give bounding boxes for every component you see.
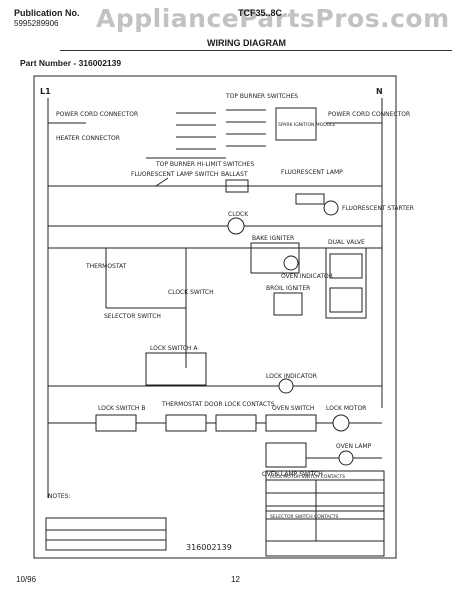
top-burner-switches (146, 109, 266, 159)
clock-switch-label: CLOCK SWITCH (168, 289, 214, 296)
oven-indicator-label: OVEN INDICATOR (281, 273, 333, 280)
lock-switch-a-label: LOCK SWITCH A (150, 345, 198, 352)
fluorescent-starter-label: FLUORESCENT STARTER (342, 205, 414, 212)
lock-switch-a-box (145, 352, 207, 386)
ballast-label: BALLAST (221, 171, 248, 178)
dual-valve-box (325, 247, 367, 319)
footer-date: 10/96 (16, 575, 37, 584)
top-burner-switches-label: TOP BURNER SWITCHES (225, 93, 298, 100)
header-rule (60, 50, 452, 51)
watermark: AppliancePartsPros.com (96, 4, 450, 33)
fluorescent-lamp-label: FLUORESCENT LAMP (281, 169, 343, 176)
lock-indicator-symbol (278, 378, 294, 394)
page-number: 12 (231, 575, 240, 584)
lock-indicator-label: LOCK INDICATOR (266, 373, 317, 380)
oven-lamp-switch-label: OVEN LAMP SWITCH (262, 471, 323, 478)
drawing-number: 316002139 (186, 543, 232, 552)
selector-switch-label: SELECTOR SWITCH (104, 313, 161, 320)
model-number: TCF35..8C (238, 8, 283, 18)
lock-switch-b-label: LOCK SWITCH B (98, 405, 145, 412)
l1-label: L1 (40, 87, 51, 96)
clock-label: CLOCK (228, 211, 249, 218)
page-title: WIRING DIAGRAM (207, 38, 286, 48)
diagram-frame (33, 75, 397, 559)
broil-igniter-label: BROIL IGNITER (266, 285, 310, 292)
fluorescent-lamp-box (295, 193, 325, 205)
oven-switch-box (265, 414, 317, 432)
wiring-diagram: L1 N POWER CORD CONNECTOR HEATER CONNECT… (33, 75, 414, 559)
oven-lamp-switch-box (265, 442, 307, 468)
n-label: N (376, 87, 383, 96)
oven-switch-label: OVEN SWITCH (272, 405, 314, 412)
lock-switch-b-box (95, 414, 137, 432)
lock-motor-label: LOCK MOTOR (326, 405, 366, 412)
oven-lamp-symbol (338, 450, 354, 466)
clock-symbol (227, 217, 245, 235)
lock-table-title: LOCK MOTOR SWITCH CONTACTS (270, 474, 345, 480)
power-cord-right-label: POWER CORD CONNECTOR (328, 111, 410, 118)
fluorescent-switch-label: FLUORESCENT LAMP SWITCH (131, 171, 218, 178)
part-number: Part Number - 316002139 (20, 58, 122, 68)
bake-igniter-label: BAKE IGNITER (252, 235, 294, 242)
selector-table (265, 510, 385, 557)
oven-lamp-label: OVEN LAMP (336, 443, 372, 450)
selector-table-title: SELECTOR SWITCH CONTACTS (270, 514, 338, 520)
power-cord-left-label: POWER CORD CONNECTOR (56, 111, 138, 118)
lock-motor-symbol (332, 414, 350, 432)
dual-valve-label: DUAL VALVE (328, 239, 365, 246)
starter-symbol (323, 200, 339, 216)
thermostat-door-lock-label: THERMOSTAT DOOR LOCK CONTACTS (161, 401, 275, 408)
ballast-box (225, 179, 249, 193)
broil-igniter-box (273, 292, 303, 316)
igniter-box (250, 242, 300, 274)
spark-module-label: SPARK IGNITION MODULE (278, 122, 335, 128)
publication-label: Publication No. (14, 8, 80, 18)
spark-module-box (275, 107, 317, 141)
oven-indicator-symbol (283, 255, 299, 271)
thermostat-label: THERMOSTAT (85, 263, 127, 270)
publication-number: 5995289906 (14, 19, 59, 28)
notes-title: NOTES: (48, 493, 71, 500)
heater-connector-label: HEATER CONNECTOR (56, 135, 120, 142)
notes-table (45, 517, 167, 551)
top-burner-hi-limit-label: TOP BURNER HI-LIMIT SWITCHES (155, 161, 254, 168)
